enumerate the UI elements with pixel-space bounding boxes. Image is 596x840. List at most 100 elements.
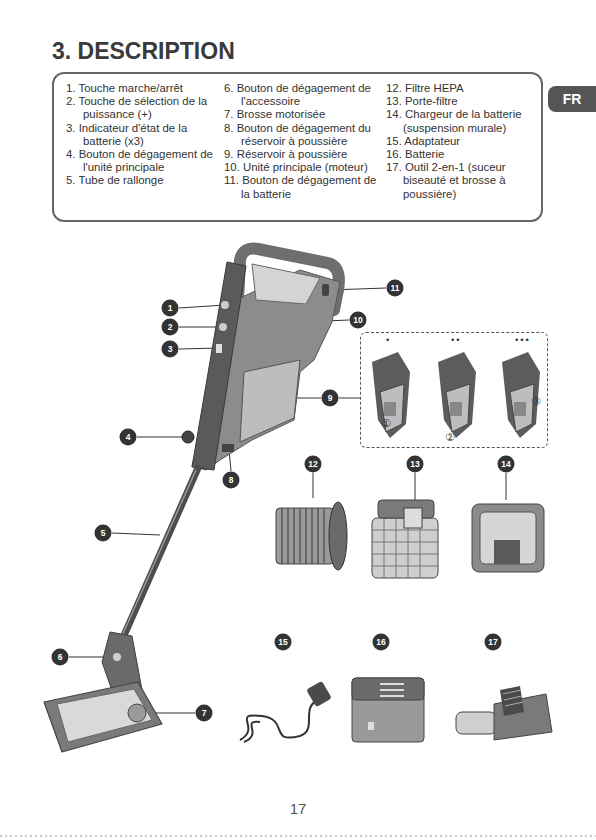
callout-node: 16 bbox=[372, 633, 390, 651]
legend-item: 15. Adaptateur bbox=[386, 135, 532, 148]
callout-label: 10 bbox=[349, 311, 367, 329]
callout-node: 10 bbox=[349, 311, 367, 329]
page-title: 3. DESCRIPTION bbox=[52, 38, 452, 65]
callout-disc bbox=[373, 634, 390, 651]
battery-button bbox=[322, 284, 329, 296]
legend-box: 1. Touche marche/arrêt2. Touche de sélec… bbox=[52, 72, 543, 222]
callout-disc bbox=[387, 280, 404, 297]
charger-slot bbox=[494, 540, 520, 564]
step-marker: ③ bbox=[531, 395, 541, 408]
legend-item: 8. Bouton de dégagement du réservoir à p… bbox=[224, 122, 382, 148]
callout-number: 5 bbox=[101, 528, 106, 538]
callout-disc bbox=[95, 525, 112, 542]
callout-node: 2 bbox=[161, 318, 179, 336]
tank-view bbox=[438, 352, 476, 438]
legend-item: 16. Batterie bbox=[386, 148, 532, 161]
brush-wheel bbox=[128, 704, 146, 722]
callout-node: 1 bbox=[161, 299, 179, 317]
tank-filter bbox=[514, 402, 526, 416]
callout-number: 15 bbox=[278, 637, 287, 647]
legend-item: 7. Brosse motorisée bbox=[224, 108, 382, 121]
legend-item: 17. Outil 2-en-1 (suceur biseauté et bro… bbox=[386, 161, 532, 201]
callout-number: 6 bbox=[58, 652, 63, 662]
brush-head bbox=[44, 682, 162, 752]
tool-sleeve bbox=[456, 712, 496, 734]
callout-node: 13 bbox=[406, 455, 424, 473]
callout-disc bbox=[162, 300, 179, 317]
tank-cup bbox=[380, 384, 404, 432]
callout-disc bbox=[485, 634, 502, 651]
callout-label: 2 bbox=[161, 318, 179, 336]
legend-column: 12. Filtre HEPA13. Porte-filtre14. Charg… bbox=[386, 82, 532, 201]
battery-leds bbox=[216, 344, 222, 353]
tank-view bbox=[372, 352, 410, 438]
callout-disc bbox=[498, 456, 515, 473]
callout-node: 14 bbox=[497, 455, 515, 473]
callout-label: 7 bbox=[195, 704, 213, 722]
tube-highlight bbox=[122, 470, 196, 636]
callout-node: 4 bbox=[119, 428, 137, 446]
callout-number: 13 bbox=[410, 459, 419, 469]
tank-filter bbox=[450, 402, 462, 416]
legend-item: 9. Réservoir à poussière bbox=[224, 148, 382, 161]
callout-label: 17 bbox=[484, 633, 502, 651]
callout-number: 1 bbox=[168, 303, 173, 313]
language-code: FR bbox=[563, 91, 582, 107]
callout-label: 5 bbox=[94, 524, 112, 542]
callout-number: 10 bbox=[353, 315, 362, 325]
battery-top bbox=[352, 678, 424, 700]
callout-disc bbox=[52, 649, 69, 666]
battery-pack bbox=[352, 678, 424, 742]
legend-item: 12. Filtre HEPA bbox=[386, 82, 532, 95]
mode-button bbox=[219, 323, 227, 331]
tank-body bbox=[502, 352, 540, 438]
leader-line bbox=[339, 398, 360, 399]
step-marker: ① bbox=[381, 417, 391, 430]
callout-disc bbox=[407, 456, 424, 473]
callout-number: 7 bbox=[202, 708, 207, 718]
callout-disc bbox=[162, 319, 179, 336]
wall-charger bbox=[472, 504, 544, 572]
callout-label: 6 bbox=[51, 648, 69, 666]
callout-disc bbox=[305, 456, 322, 473]
page-number: 17 bbox=[0, 800, 596, 817]
callout-number: 9 bbox=[328, 393, 333, 403]
tank-view bbox=[502, 352, 540, 438]
legend-item: 4. Bouton de dégagement de l'unité princ… bbox=[66, 148, 218, 174]
handle-opening bbox=[252, 264, 320, 304]
callout-node: 11 bbox=[386, 279, 404, 297]
callout-disc bbox=[162, 341, 179, 358]
callout-number: 2 bbox=[168, 322, 173, 332]
extension-tube bbox=[122, 468, 198, 640]
callout-label: 11 bbox=[386, 279, 404, 297]
callout-node: 7 bbox=[195, 704, 213, 722]
accessory-button bbox=[113, 653, 121, 661]
callout-label: 14 bbox=[497, 455, 515, 473]
legend-item: 2. Touche de sélection de la puissance (… bbox=[66, 95, 218, 121]
callout-label: 13 bbox=[406, 455, 424, 473]
callout-number: 3 bbox=[168, 344, 173, 354]
legend-column: 1. Touche marche/arrêt2. Touche de sélec… bbox=[66, 82, 218, 188]
brush-plate bbox=[57, 689, 152, 742]
callout-number: 8 bbox=[229, 475, 234, 485]
filter-pleats bbox=[282, 508, 324, 564]
release-button bbox=[182, 431, 194, 443]
callout-node: 17 bbox=[484, 633, 502, 651]
leader-line bbox=[179, 305, 225, 308]
battery-latch bbox=[368, 722, 374, 730]
callout-node: 15 bbox=[274, 633, 292, 651]
leader-line bbox=[137, 437, 186, 438]
leader-line bbox=[313, 473, 314, 498]
battery-ribs bbox=[380, 684, 404, 696]
speed-dots: •• bbox=[450, 335, 461, 345]
hepa-filter bbox=[276, 508, 334, 564]
legend-item: 3. Indicateur d'état de la batterie (x3) bbox=[66, 122, 218, 148]
leader-line bbox=[506, 473, 507, 500]
callout-node: 12 bbox=[304, 455, 322, 473]
callout-number: 12 bbox=[308, 459, 317, 469]
legend-item: 11. Bouton de dégagement de la batterie bbox=[224, 174, 382, 200]
tank-button bbox=[222, 444, 234, 452]
callout-label: 16 bbox=[372, 633, 390, 651]
step-marker: ② bbox=[445, 431, 455, 444]
